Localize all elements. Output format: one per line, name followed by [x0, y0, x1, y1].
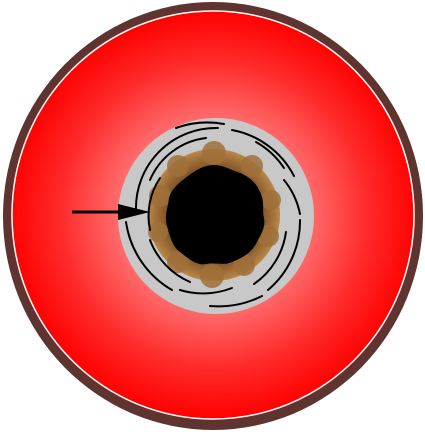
- diagram-stage: [0, 0, 425, 434]
- cross-section-diagram: [0, 0, 425, 434]
